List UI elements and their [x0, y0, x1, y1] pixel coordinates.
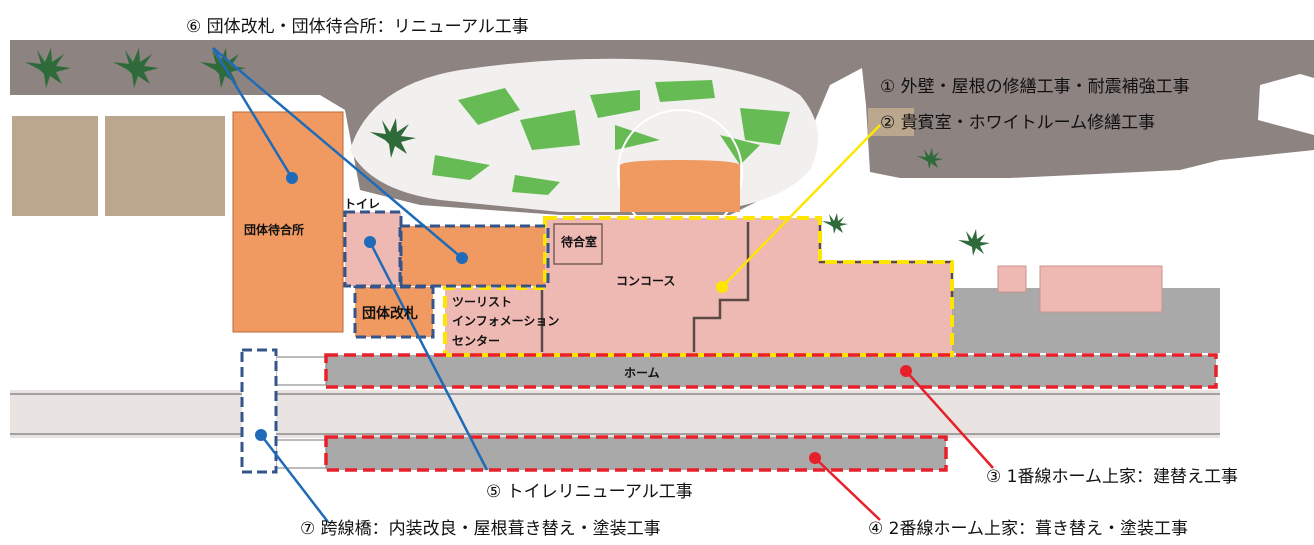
- label-platform: ホーム: [624, 366, 660, 380]
- label-group-gate: 団体改札: [362, 305, 418, 322]
- leader-dots: [255, 172, 912, 464]
- palm-trees: [25, 48, 990, 256]
- label-tourist-info-2: インフォメーション: [452, 314, 559, 328]
- annotation-7: ⑦ 跨線橋：内装改良・屋根葺き替え・塗装工事: [300, 518, 661, 539]
- left-building-2: [105, 116, 225, 216]
- platform-2: [326, 437, 946, 470]
- renovation-area-4: [324, 435, 948, 472]
- small-building-right: [868, 108, 914, 136]
- railway-tracks: [10, 390, 1220, 438]
- renovation-area-1-2: [443, 216, 954, 357]
- annotation-6: ⑥ 団体改札・団体待合所：リニューアル工事: [186, 17, 529, 37]
- label-waiting-room: 待合室: [561, 234, 597, 249]
- label-concourse: コンコース: [616, 274, 675, 288]
- green-islands: [432, 80, 790, 195]
- group-waiting-hall: [232, 111, 344, 333]
- label-toilet: トイレ: [344, 197, 380, 211]
- annotation-5: ⑤ トイレリニューアル工事: [486, 482, 693, 502]
- station-building-wing: [445, 288, 545, 355]
- group-gate-area: [400, 226, 548, 286]
- label-tourist-info-1: ツーリスト: [452, 295, 512, 309]
- annotation-4: ④ 2番線ホーム上家：葺き替え・塗装工事: [868, 518, 1188, 539]
- waiting-room-box: [553, 223, 603, 265]
- fountain: [620, 160, 740, 212]
- pink-building-large: [1039, 265, 1163, 313]
- bridge-connector-1: [275, 356, 327, 386]
- renovation-area-7: [240, 348, 278, 474]
- left-building-1: [12, 116, 98, 216]
- renovation-area-3: [324, 353, 1218, 389]
- leader-lines: [211, 47, 994, 523]
- group-gate-room: [355, 287, 433, 337]
- label-tourist-info-3: センター: [452, 334, 500, 348]
- pink-building-small: [997, 265, 1027, 293]
- renovation-area-5: [343, 210, 403, 288]
- label-group-waiting: 団体待合所: [244, 222, 304, 237]
- annotation-3: ③ 1番線ホーム上家：建替え工事: [986, 467, 1238, 487]
- annotation-1: ① 外壁・屋根の修繕工事・耐震補強工事: [880, 77, 1190, 97]
- platform-1: [326, 355, 1216, 387]
- annotation-2: ② 貴賓室・ホワイトルーム修繕工事: [880, 113, 1155, 133]
